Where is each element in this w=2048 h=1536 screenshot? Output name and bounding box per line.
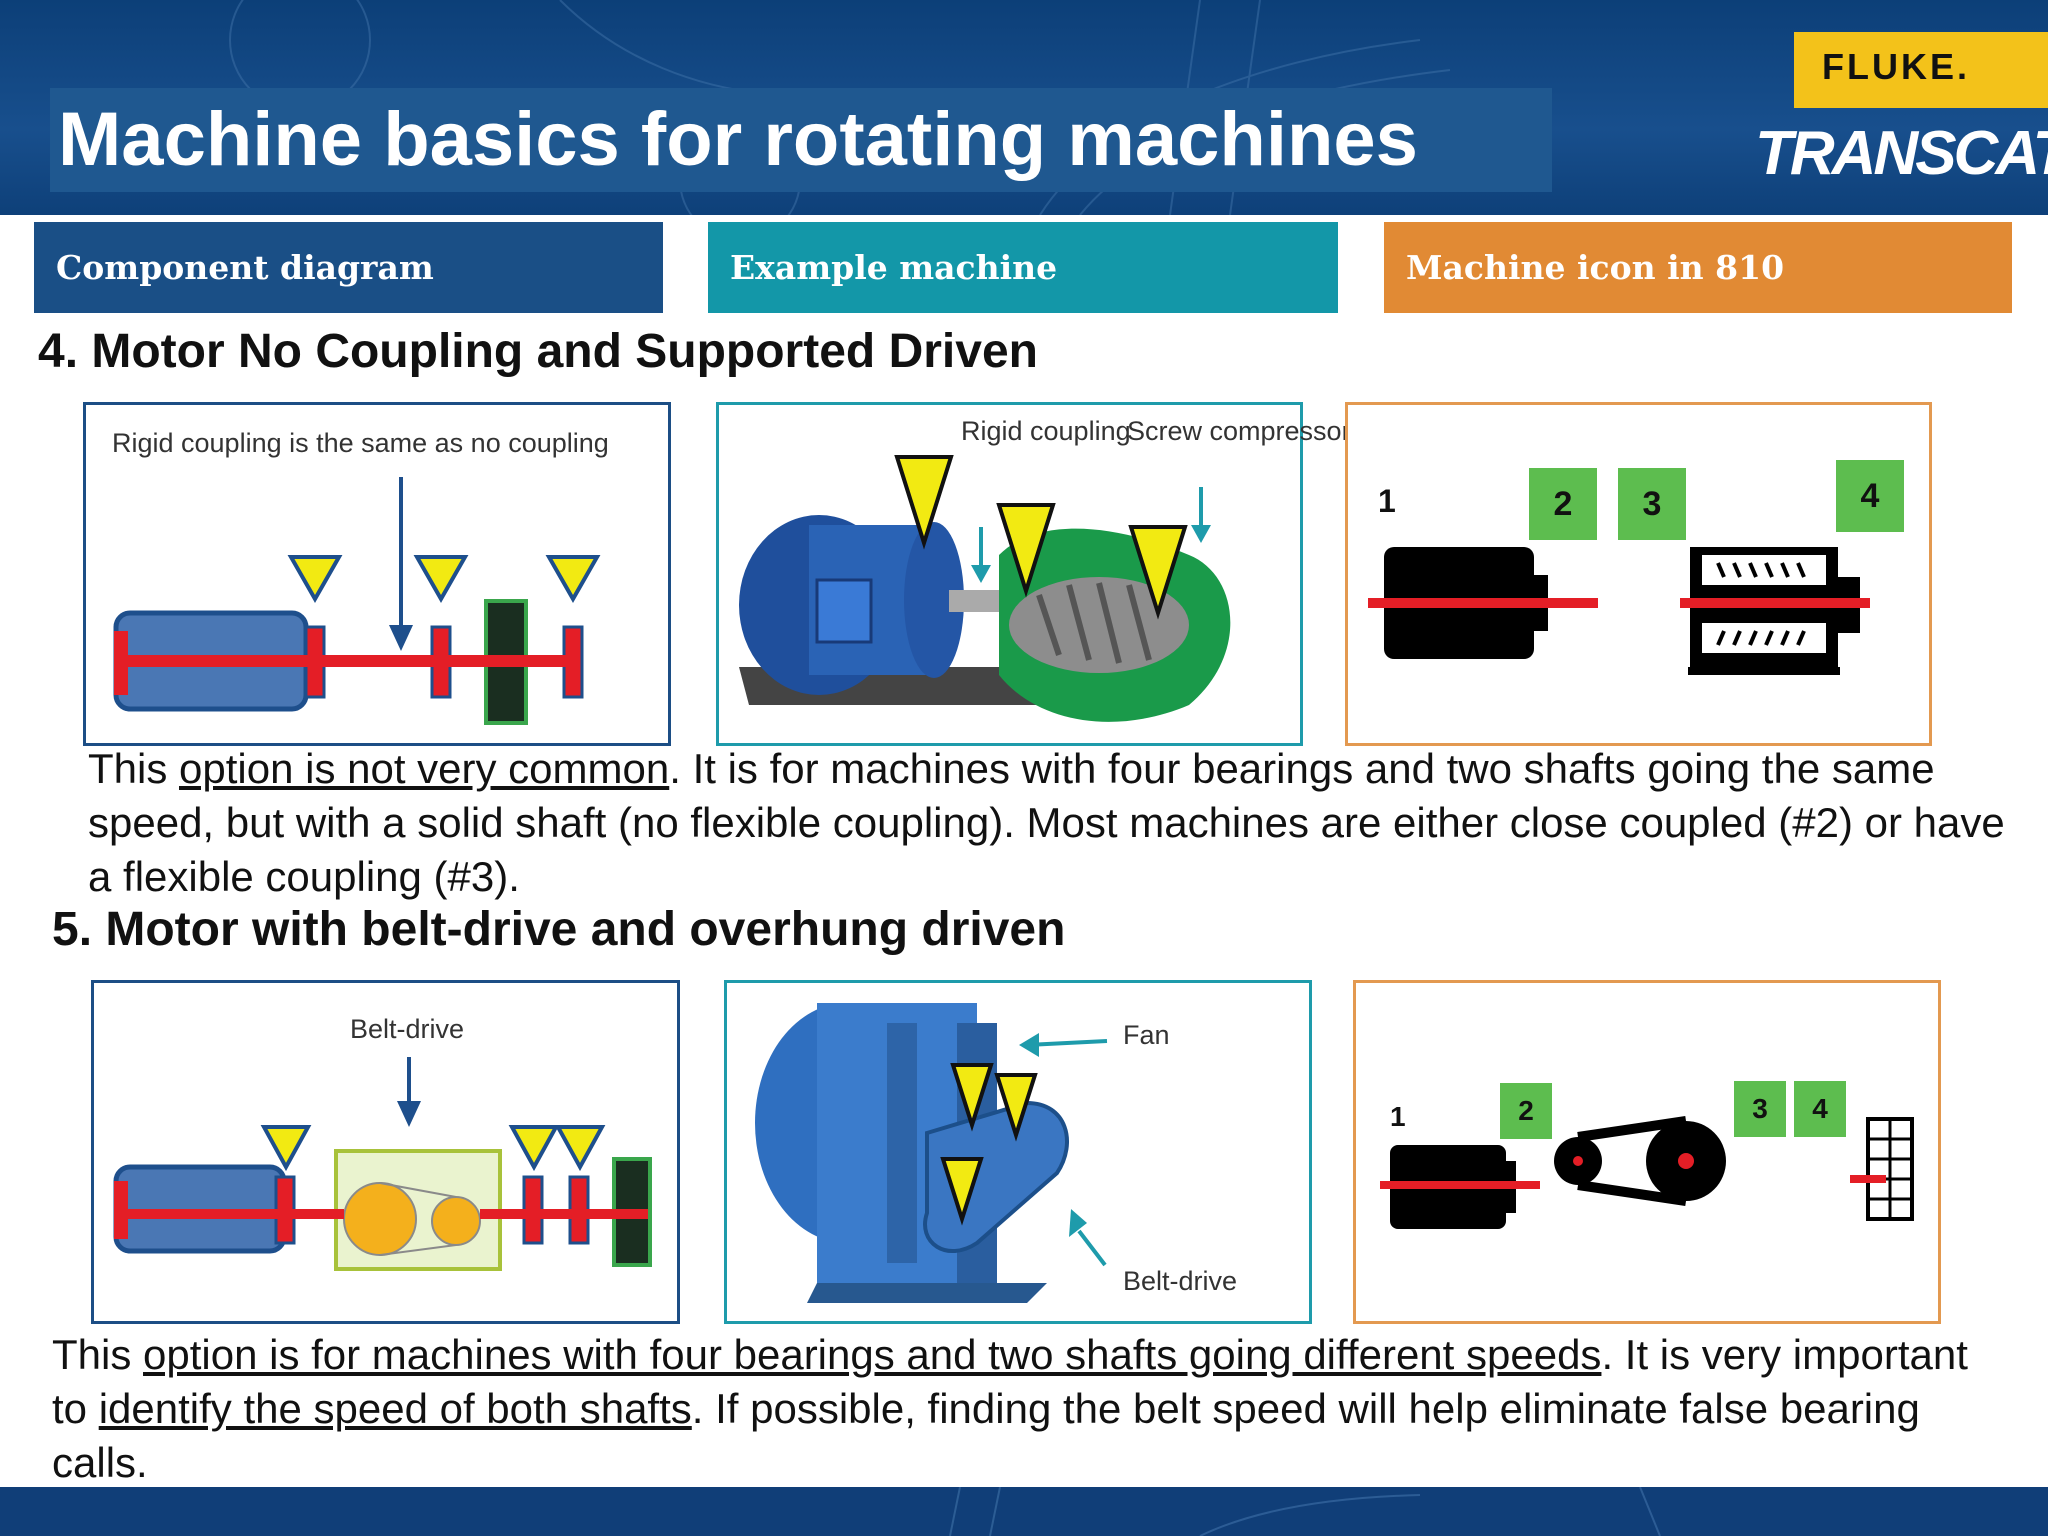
transcat-logo: TRANSCAT — [1755, 119, 2048, 188]
footer-decoration — [949, 1487, 1661, 1536]
section4-example-photo: Rigid coupling Screw compressor — [716, 402, 1351, 746]
section5-emphasis-1: option is for machines with four bearing… — [143, 1331, 1602, 1378]
section4-heading: 4. Motor No Coupling and Supported Drive… — [38, 325, 1038, 378]
rigid-coupling-note: Rigid coupling is the same as no couplin… — [112, 428, 609, 458]
icon-number-2: 2 — [1500, 1083, 1552, 1139]
icon-number-3: 3 — [1734, 1081, 1786, 1137]
fluke-logo-text: FLUKE. — [1822, 46, 1970, 87]
page-title: Machine basics for rotating machines — [58, 97, 1418, 182]
section5-emphasis-2: identify the speed of both shafts — [98, 1385, 692, 1432]
section4-machine-icon: 1 2 3 4 — [1345, 402, 1932, 746]
section5-machine-icon: 1 2 3 4 — [1353, 980, 1941, 1324]
screw-compressor-label: Screw compressor — [1127, 416, 1351, 446]
section4-component-diagram: Rigid coupling is the same as no couplin… — [83, 402, 671, 746]
section5-component-diagram: Belt-drive — [91, 980, 680, 1324]
header-bar: Machine basics for rotating machines FLU… — [0, 0, 2048, 215]
icon-number-1: 1 — [1390, 1101, 1406, 1132]
icon-number-4: 4 — [1836, 460, 1904, 532]
section4-emphasis: option is not very common — [179, 745, 670, 792]
tab-machine-icon: Machine icon in 810 — [1384, 222, 2012, 313]
tab-component-diagram: Component diagram — [34, 222, 663, 313]
belt-drive-label: Belt-drive — [1123, 1266, 1238, 1296]
fluke-logo: FLUKE. — [1794, 32, 2048, 108]
section5-example-photo: Fan Belt-drive — [724, 980, 1312, 1324]
section5-heading: 5. Motor with belt-drive and overhung dr… — [52, 903, 1066, 956]
icon-number-3: 3 — [1618, 468, 1686, 540]
icon-number-1: 1 — [1378, 483, 1396, 519]
fan-label: Fan — [1123, 1020, 1170, 1050]
icon-number-4: 4 — [1794, 1081, 1846, 1137]
section4-description: This option is not very common. It is fo… — [88, 745, 2005, 900]
footer-bar — [0, 1487, 2048, 1536]
icon-number-2: 2 — [1529, 468, 1597, 540]
tab-example-machine: Example machine — [708, 222, 1338, 313]
rigid-coupling-label: Rigid coupling — [961, 416, 1131, 446]
belt-drive-note: Belt-drive — [350, 1014, 465, 1044]
section5-description: This option is for machines with four be… — [52, 1331, 1968, 1486]
title-background — [50, 88, 1552, 192]
